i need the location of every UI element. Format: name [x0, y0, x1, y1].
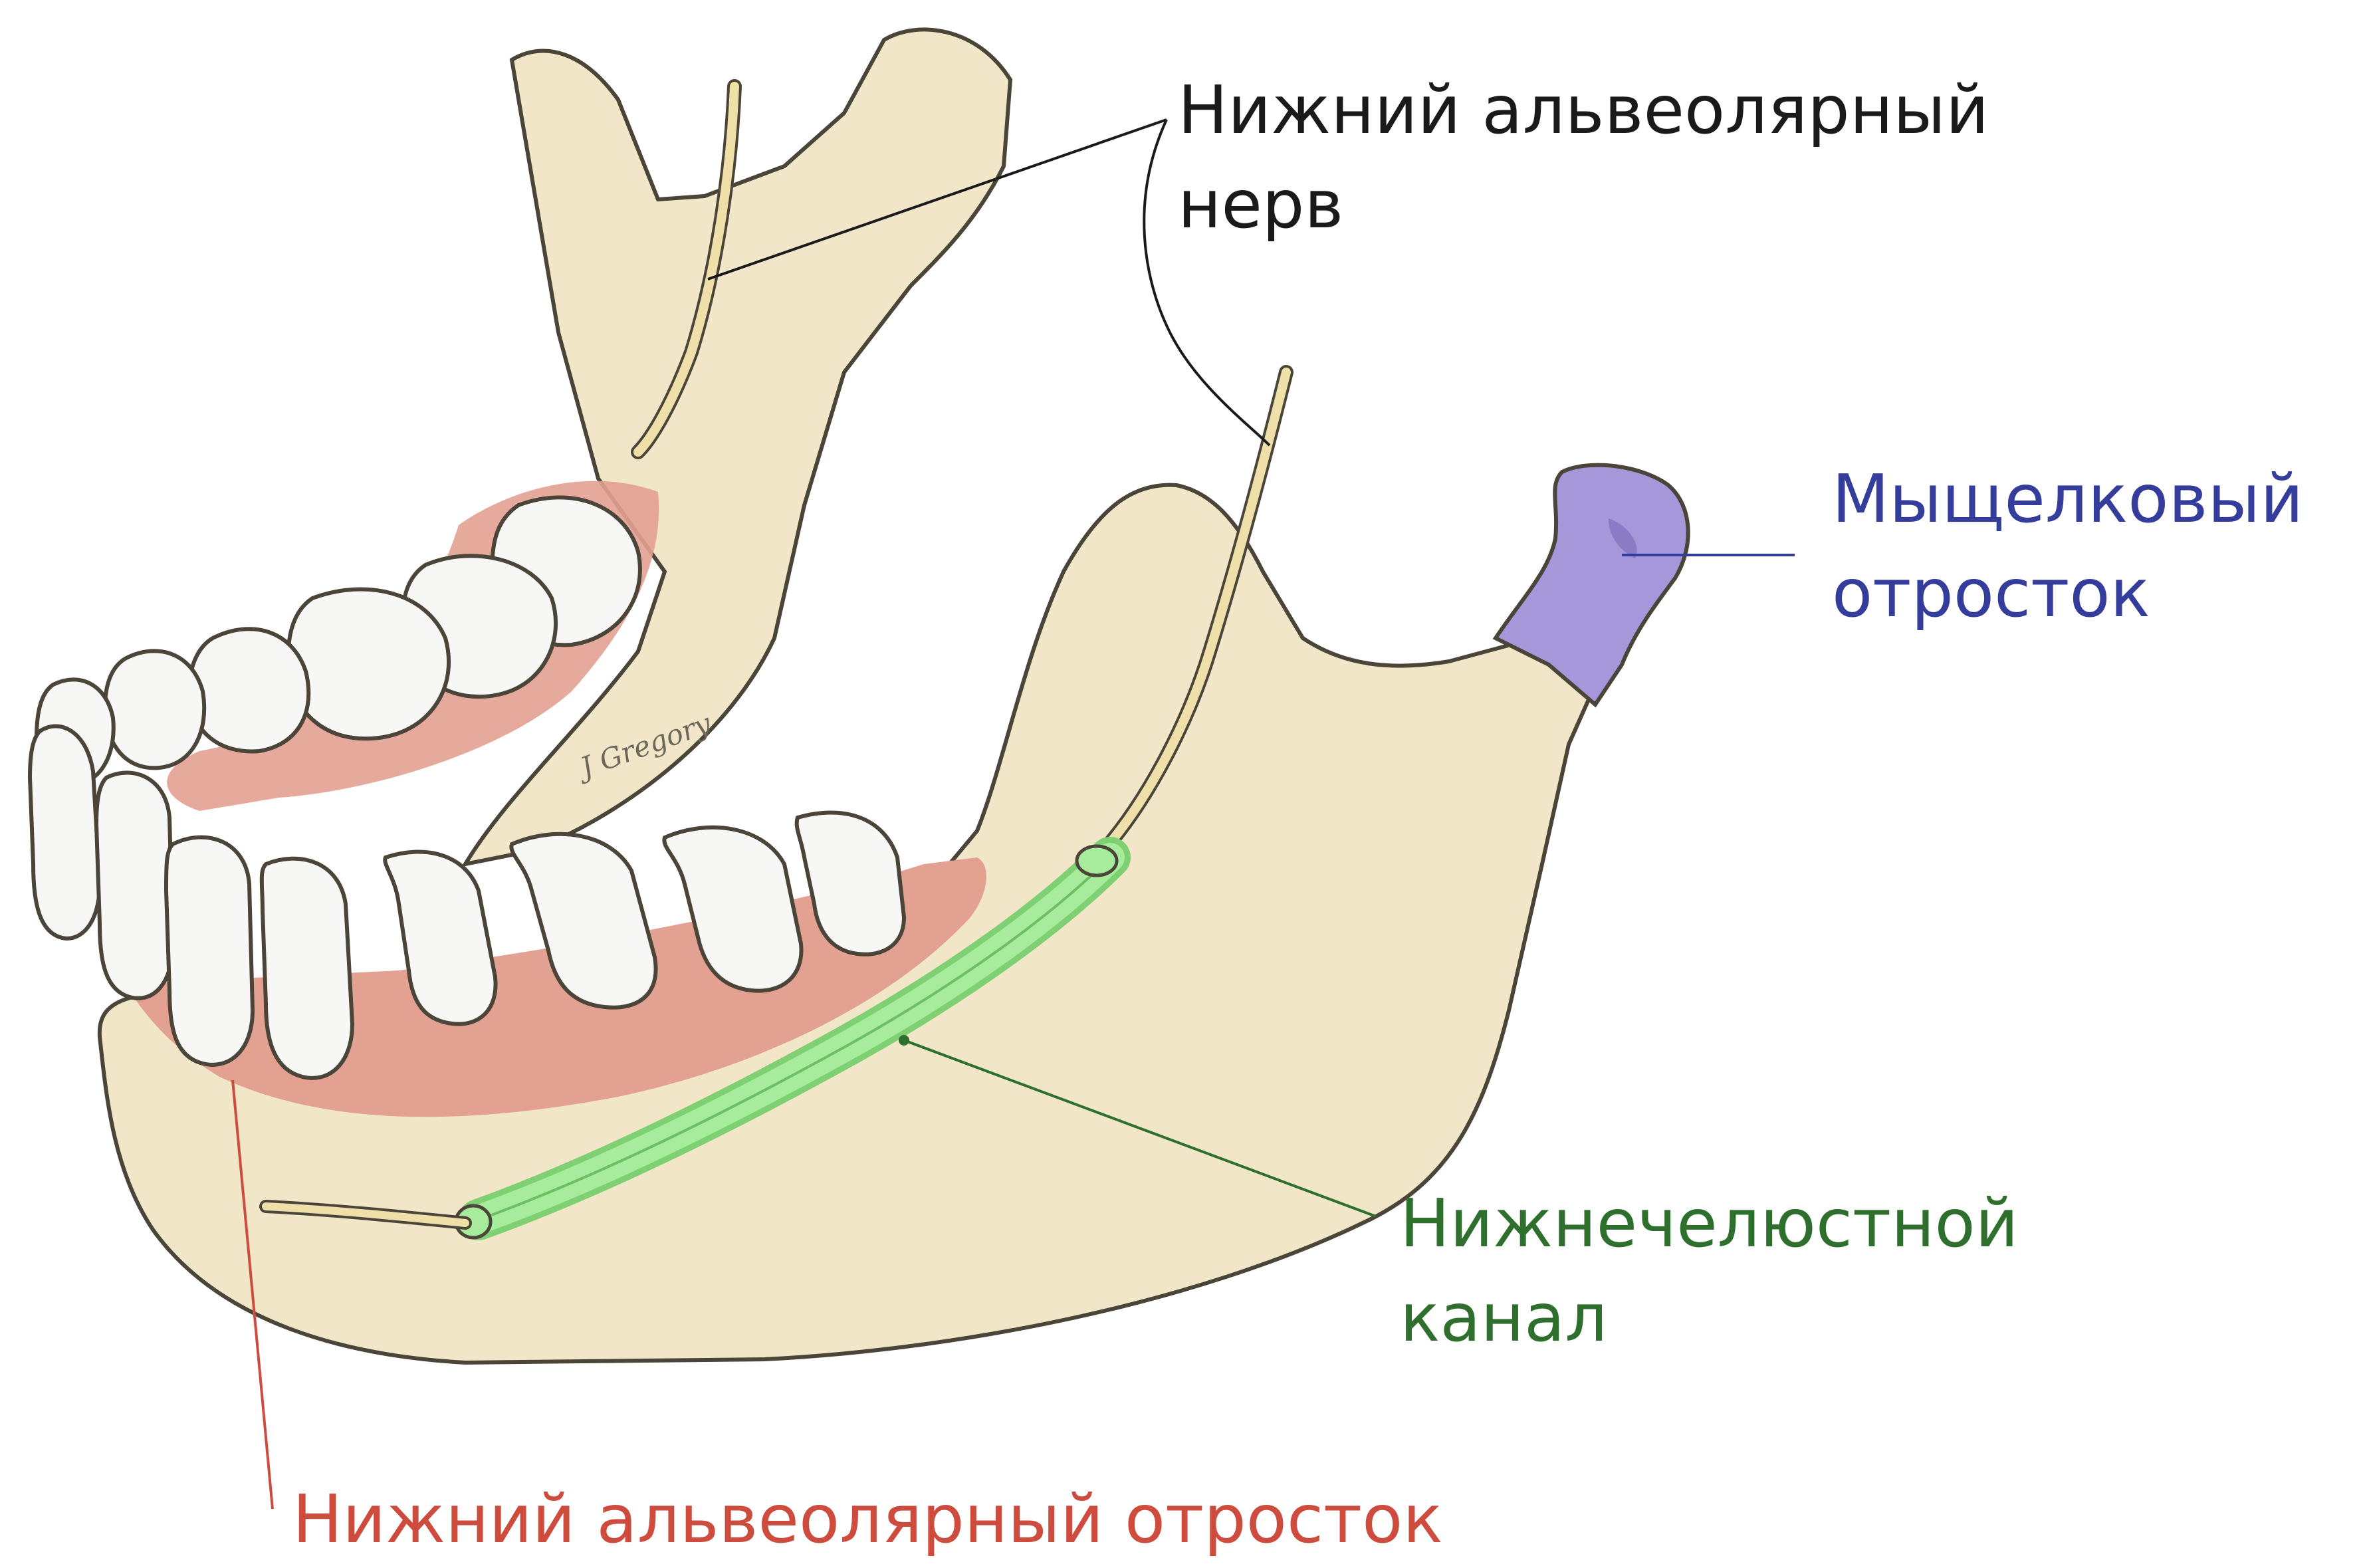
label-alveolar-text: Нижний альвеолярный отросток [292, 1472, 1443, 1567]
label-canal-line2: канал [1400, 1271, 2019, 1365]
label-alveolar-process: Нижний альвеолярный отросток [292, 1472, 1443, 1567]
label-nerve-line2: нерв [1178, 158, 1989, 252]
label-inferior-alveolar-nerve: Нижний альвеолярный нерв [1178, 63, 1989, 252]
label-canal-line1: Нижнечелюстной [1400, 1176, 2019, 1271]
label-condylar-process: Мыщелковый отросток [1832, 452, 2303, 641]
label-condyle-line2: отросток [1832, 546, 2303, 641]
label-nerve-line1: Нижний альвеолярный [1178, 63, 1989, 158]
far-ramus [465, 29, 1010, 864]
label-condyle-line1: Мыщелковый [1832, 452, 2303, 546]
label-mandibular-canal: Нижнечелюстной канал [1400, 1176, 2019, 1365]
